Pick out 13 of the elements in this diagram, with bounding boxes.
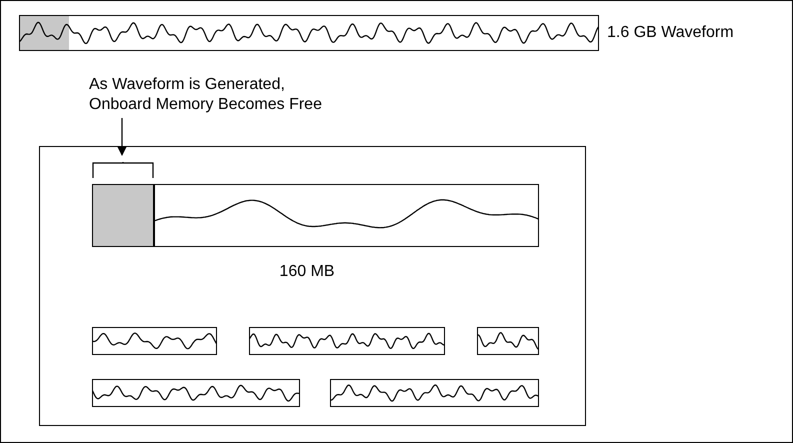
waveform-strip — [249, 327, 445, 355]
free-memory-block — [92, 162, 154, 247]
size-label: 160 MB — [279, 262, 335, 282]
waveform-strip — [92, 379, 300, 407]
waveform-strip — [92, 327, 217, 355]
waveform-strip — [477, 327, 539, 355]
arrow — [117, 118, 127, 156]
waveform-strip — [330, 379, 539, 407]
waveform-strip — [19, 15, 599, 51]
annotation-text: As Waveform is Generated, Onboard Memory Becomes Free — [89, 75, 349, 115]
size-label: 1.6 GB Waveform — [607, 23, 734, 43]
memory-box — [39, 146, 586, 426]
waveform-strip — [154, 184, 539, 247]
